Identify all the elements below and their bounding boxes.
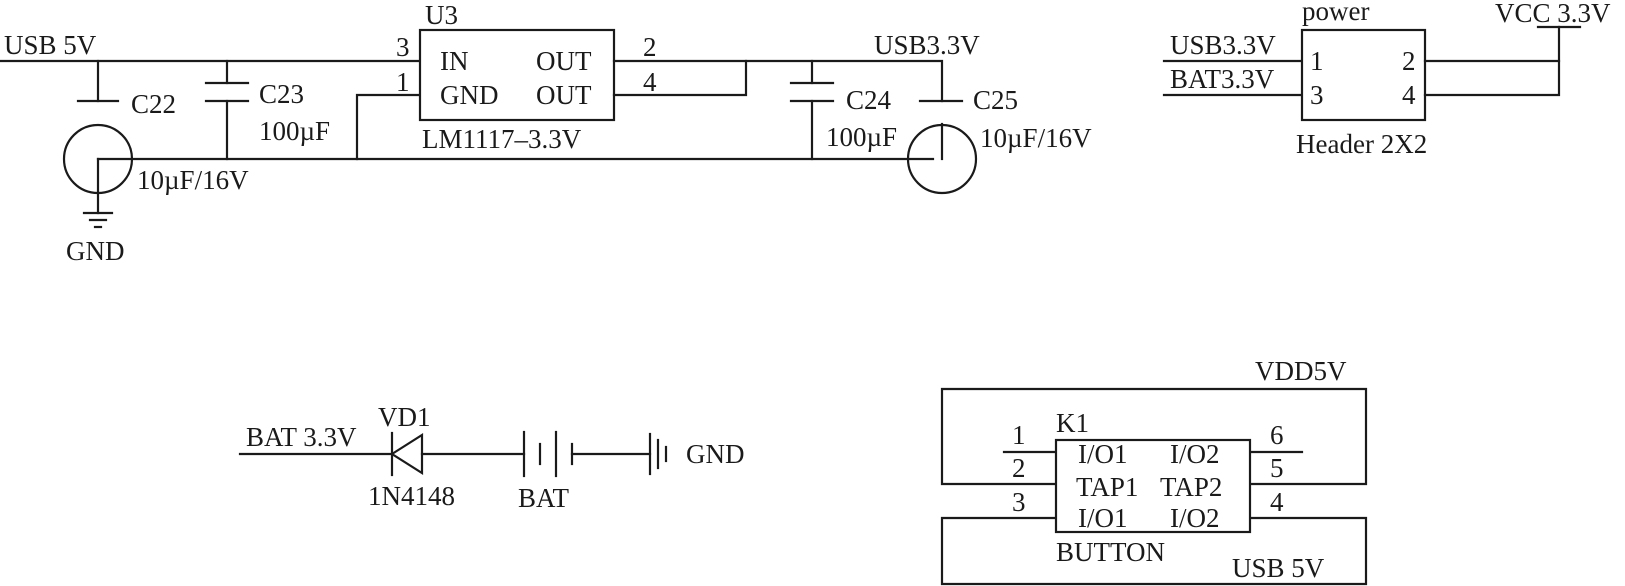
- lm1117-part-label: LM1117–3.3V: [422, 124, 582, 154]
- diode-triangle: [389, 433, 424, 475]
- u3-designator: U3: [425, 0, 458, 30]
- header-part-label: Header 2X2: [1296, 129, 1427, 159]
- usb5v-net-label: USB 5V: [4, 30, 97, 60]
- vdd5v-loop: [940, 387, 1368, 486]
- c22-value: 10µF/16V: [137, 165, 249, 195]
- c25-value: 10µF/16V: [980, 123, 1092, 153]
- header-2x2-body: [1300, 28, 1427, 122]
- power-header-circuit: power VCC 3.3V USB3.3V BAT3.3V 1 3 2 4 H…: [1162, 0, 1611, 159]
- k1-pin2: 2: [1012, 453, 1026, 483]
- k1-io2-top: I/O2: [1170, 439, 1220, 469]
- diode-part-label: 1N4148: [368, 481, 455, 511]
- pin-number-in: 3: [396, 32, 410, 62]
- c24-value: 100µF: [826, 122, 897, 152]
- lm1117-body: [418, 28, 616, 122]
- battery-label: BAT: [518, 483, 570, 513]
- pin-number-out1: 2: [643, 32, 657, 62]
- k1-pin4: 4: [1270, 487, 1284, 517]
- usb33v-net-label: USB3.3V: [874, 30, 980, 60]
- pin-label-in: IN: [440, 46, 469, 76]
- button-circuit: VDD5V K1 1 2 3 6 5 4 I/O1 I/O2 TAP1 TAP2…: [940, 356, 1368, 586]
- regulator-circuit: USB 5V U3 3 1 IN GND OUT OUT 2 4 LM1117–…: [0, 0, 1092, 266]
- header-pin2: 2: [1402, 46, 1416, 76]
- header-pin1: 1: [1310, 46, 1324, 76]
- pin-number-gnd: 1: [396, 67, 410, 97]
- header-pin4-wire: [1423, 25, 1561, 97]
- k1-designator: K1: [1056, 408, 1089, 438]
- pin-label-gnd: GND: [440, 80, 499, 110]
- out1-wire: [612, 59, 944, 103]
- battery-gnd-label: GND: [686, 439, 745, 469]
- pin-number-out2: 4: [643, 67, 657, 97]
- c23-designator: C23: [259, 79, 304, 109]
- c23-value: 100µF: [259, 116, 330, 146]
- out2-wire: [612, 59, 748, 97]
- header-usb33v-label: USB3.3V: [1170, 30, 1276, 60]
- k1-pin5: 5: [1270, 453, 1284, 483]
- battery-circuit: BAT 3.3V VD1 1N4148 BAT GND: [238, 402, 745, 513]
- k1-pin1: 1: [1012, 420, 1026, 450]
- pin-label-out1: OUT: [536, 46, 592, 76]
- k1-tap1: TAP1: [1076, 472, 1138, 502]
- header-title: power: [1302, 0, 1369, 26]
- k1-io1-bottom: I/O1: [1078, 503, 1128, 533]
- c22-designator: C22: [131, 89, 176, 119]
- ground-label: GND: [66, 236, 125, 266]
- bat33v-net-label: BAT 3.3V: [246, 422, 357, 452]
- header-pin3: 3: [1310, 80, 1324, 110]
- header-pin4: 4: [1402, 80, 1416, 110]
- pin-label-out2: OUT: [536, 80, 592, 110]
- k1-io1-top: I/O1: [1078, 439, 1128, 469]
- vcc33v-net-label: VCC 3.3V: [1495, 0, 1611, 28]
- c25-designator: C25: [973, 85, 1018, 115]
- vdd5v-net-label: VDD5V: [1255, 356, 1347, 386]
- k1-button-body: [1054, 438, 1252, 534]
- k1-part-label: BUTTON: [1056, 537, 1165, 567]
- gnd-pin-wire: [355, 93, 422, 161]
- button-usb5v-net-label: USB 5V: [1232, 553, 1325, 583]
- vd1-designator: VD1: [378, 402, 431, 432]
- header-bat33v-label: BAT3.3V: [1170, 64, 1275, 94]
- c24-designator: C24: [846, 85, 892, 115]
- k1-pin6: 6: [1270, 420, 1284, 450]
- usb5v-loop: [940, 516, 1368, 586]
- k1-tap2: TAP2: [1160, 472, 1222, 502]
- k1-io2-bottom: I/O2: [1170, 503, 1220, 533]
- k1-pin3: 3: [1012, 487, 1026, 517]
